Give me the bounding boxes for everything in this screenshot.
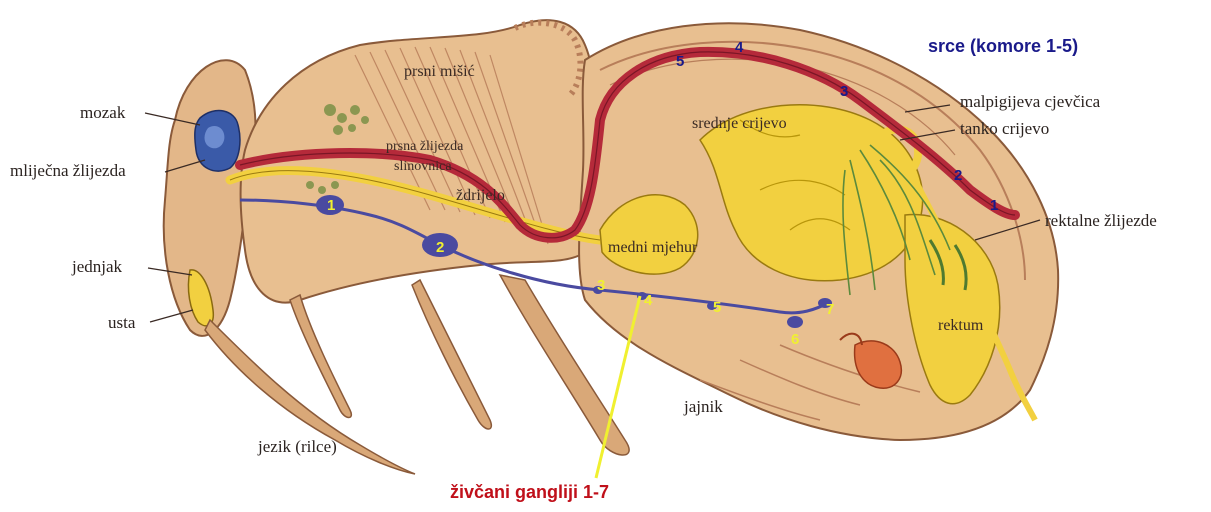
ganglion-1: 1 [327, 197, 335, 214]
label-rektum: rektum [938, 317, 984, 334]
heart-chamber-3: 3 [840, 83, 848, 100]
heart-chamber-1: 1 [990, 197, 998, 214]
label-usta: usta [108, 313, 136, 332]
label-medni-mjehur: medni mjehur [608, 239, 698, 256]
ganglion-4: 4 [644, 292, 653, 309]
label-zdrijelo: ždrijelo [456, 187, 505, 204]
label-mozak: mozak [80, 103, 126, 122]
label-slinovnica: slinovnica [394, 159, 452, 174]
ganglion-6: 6 [791, 331, 799, 348]
front-leg [290, 295, 351, 418]
label-jezik: jezik (rilce) [257, 437, 337, 456]
heart-chamber-5: 5 [676, 53, 684, 70]
heart-chamber-4: 4 [735, 39, 744, 56]
label-srednje-crijevo: srednje crijevo [692, 115, 787, 132]
heart-chamber-2: 2 [954, 167, 962, 184]
middle-leg [412, 280, 491, 429]
ganglion-7: 7 [826, 301, 834, 318]
label-prsni-misic: prsni mišić [404, 63, 475, 80]
label-zivcani-gangliji: živčani gangliji 1-7 [450, 482, 609, 502]
label-tanko-crijevo: tanko crijevo [960, 119, 1049, 138]
label-jajnik: jajnik [683, 397, 723, 416]
label-jednjak: jednjak [71, 257, 123, 276]
ganglion-3: 3 [597, 277, 605, 294]
label-rektalne-zlijezde: rektalne žlijezde [1045, 211, 1157, 230]
ganglion-2: 2 [436, 239, 444, 256]
label-malpigijeva: malpigijeva cjevčica [960, 92, 1101, 111]
ganglion-5: 5 [713, 299, 721, 316]
label-prsna-zlijezda: prsna žlijezda [386, 139, 464, 154]
label-mlijecna-zlijezda: mliječna žlijezda [10, 161, 126, 180]
label-srce: srce (komore 1-5) [928, 36, 1078, 56]
